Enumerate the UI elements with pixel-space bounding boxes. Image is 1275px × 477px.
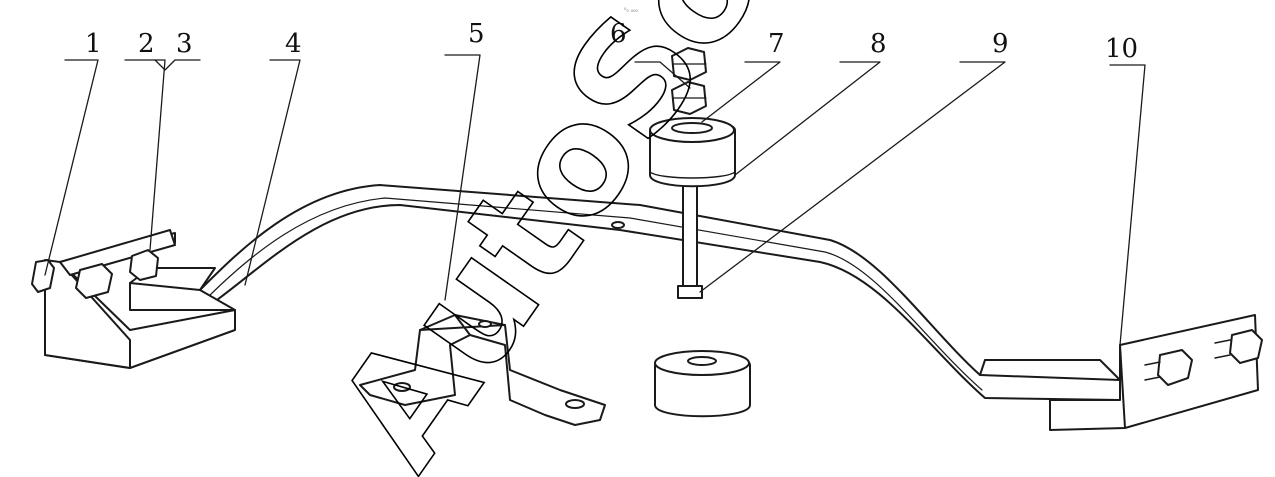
callout-9: 9 — [992, 29, 1009, 59]
left-mounting-bracket — [31, 229, 236, 369]
callout-5: 5 — [468, 19, 485, 49]
callout-2: 2 — [138, 29, 155, 59]
rubber-isolator-lower — [654, 350, 751, 418]
bolt-head — [677, 285, 703, 299]
callout-8: 8 — [870, 29, 887, 59]
callout-3: 3 — [176, 29, 193, 59]
callout-7: 7 — [768, 29, 785, 59]
tiny-text: ⁰₀ ₀₀₀ — [624, 7, 639, 14]
callout-10: 10 — [1105, 34, 1138, 64]
saddle-clamp — [359, 314, 606, 426]
callout-4: 4 — [285, 29, 302, 59]
callout-labels: 1 2 3 4 5 6 7 8 9 10 ⁰₀ ₀₀₀ — [85, 7, 1138, 64]
right-mounting-bracket — [1049, 314, 1263, 431]
nut-upper — [671, 47, 707, 81]
nut-lower — [671, 81, 707, 115]
callout-leaders — [44, 54, 1146, 346]
callout-1: 1 — [85, 29, 102, 59]
callout-6: 6 — [610, 19, 627, 49]
